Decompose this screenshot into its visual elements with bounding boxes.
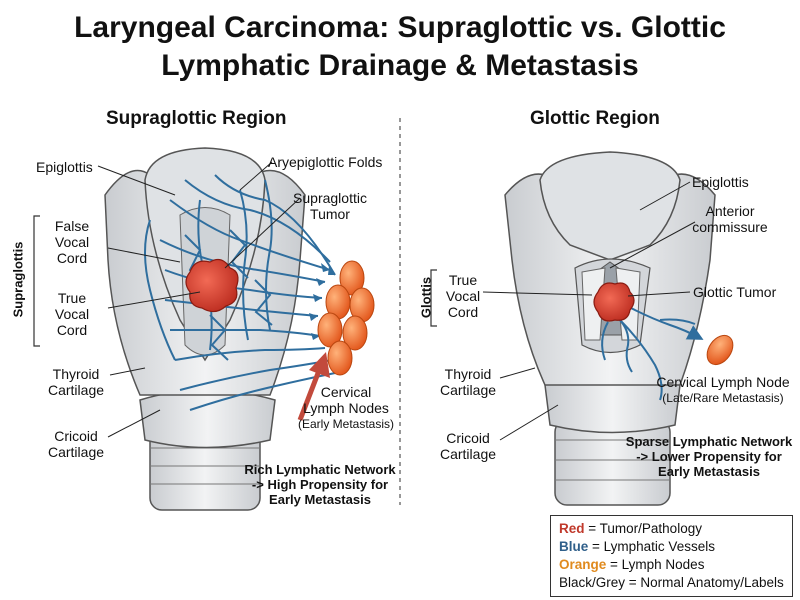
legend-row-blue: Blue = Lymphatic Vessels <box>559 538 784 556</box>
label-supraglottic-tumor-line2: Tumor <box>310 206 350 222</box>
label-cervical-nodes-line1: Cervical <box>320 384 372 400</box>
glottic-tumor <box>593 282 635 322</box>
label-supraglottic-tumor-line1: Supraglottic <box>293 190 367 206</box>
left-trachea <box>149 429 261 511</box>
legend-row-red: Red = Tumor/Pathology <box>559 520 784 538</box>
supraglottis-side-label: Supraglottis <box>10 241 26 318</box>
label-false-vocal-cord-line1: False <box>54 218 90 234</box>
label-true-vocal-cord-right-line1: True <box>448 272 478 288</box>
left-vessel-arrowheads <box>309 263 335 340</box>
label-cricoid-cartilage-right: Cricoid Cartilage <box>432 430 504 462</box>
glottic-region-heading: Glottic Region <box>530 108 660 129</box>
right-epiglottis <box>539 151 681 261</box>
left-note-line3: Early Metastasis <box>269 492 371 507</box>
right-note-line2: -> Lower Propensity for <box>636 449 782 464</box>
label-thyroid-cartilage-right: Thyroid Cartilage <box>432 366 504 398</box>
label-false-vocal-cord-line3: Cord <box>56 250 88 266</box>
label-epiglottis-right: Epiglottis <box>692 174 749 190</box>
label-anterior-line1: Anterior <box>705 203 755 219</box>
left-metastasis-arrow <box>297 367 323 421</box>
label-node-right-line1: Cervical Lymph Node <box>656 374 790 390</box>
label-true-vocal-cord-left-line1: True <box>57 290 87 306</box>
label-false-vocal-cord-line2: Vocal <box>54 234 90 250</box>
left-note-line1: Rich Lymphatic Network <box>244 462 396 477</box>
legend-box: Red = Tumor/Pathology Blue = Lymphatic V… <box>550 515 793 597</box>
label-thyroid-left-line1: Thyroid <box>52 366 100 382</box>
label-supraglottic-tumor: Supraglottic Tumor <box>288 190 372 222</box>
supraglottic-tumor <box>185 258 239 313</box>
left-cricoid-cartilage <box>139 389 276 449</box>
right-glottis-bracket <box>430 269 437 327</box>
glottis-side-label: Glottis <box>418 276 434 319</box>
legend-key-blue: Blue <box>559 539 589 554</box>
right-note-line1: Sparse Lymphatic Network <box>625 434 793 449</box>
right-note: Sparse Lymphatic Network -> Lower Propen… <box>620 434 798 479</box>
right-lymph-node <box>706 334 734 366</box>
label-cervical-lymph-nodes: Cervical Lymph Nodes (Early Metastasis) <box>290 384 402 432</box>
label-glottic-tumor: Glottic Tumor <box>693 284 777 300</box>
title-line-2: Lymphatic Drainage & Metastasis <box>161 49 639 82</box>
legend-key-orange: Orange <box>559 557 607 572</box>
label-true-vocal-cord-right-line2: Vocal <box>445 288 481 304</box>
label-epiglottis-left: Epiglottis <box>36 159 93 175</box>
left-note: Rich Lymphatic Network -> High Propensit… <box>236 462 404 507</box>
legend-key-red: Red <box>559 521 585 536</box>
label-cricoid-left-line2: Cartilage <box>47 444 105 460</box>
legend-text-blue: = Lymphatic Vessels <box>588 539 715 554</box>
supraglottic-region-heading: Supraglottic Region <box>106 108 287 129</box>
legend-key-black: Black/Grey <box>559 575 626 590</box>
label-node-right-line2: (Late/Rare Metastasis) <box>662 391 784 405</box>
label-true-vocal-cord-left-line3: Cord <box>56 322 88 338</box>
label-aryepiglottic-folds: Aryepiglottic Folds <box>268 154 383 170</box>
label-cervical-nodes-line2: Lymph Nodes <box>303 400 389 416</box>
label-true-vocal-cord-left-line2: Vocal <box>54 306 90 322</box>
label-cervical-lymph-node-right: Cervical Lymph Node (Late/Rare Metastasi… <box>650 374 796 406</box>
left-note-line2: -> High Propensity for <box>251 477 389 492</box>
legend-text-black: = Normal Anatomy/Labels <box>625 575 784 590</box>
label-cricoid-left-line1: Cricoid <box>54 428 98 444</box>
left-leader-lines <box>97 161 301 438</box>
title-line-1: Laryngeal Carcinoma: Supraglottic vs. Gl… <box>74 11 726 44</box>
label-thyroid-right-line1: Thyroid <box>444 366 492 382</box>
left-larynx <box>33 147 375 511</box>
left-supraglottis-bracket <box>33 215 40 347</box>
label-anterior-commissure: Anterior commissure <box>685 203 775 235</box>
label-true-vocal-cord-right: True Vocal Cord <box>440 272 486 320</box>
label-thyroid-right-line2: Cartilage <box>439 382 497 398</box>
label-cricoid-cartilage-left: Cricoid Cartilage <box>40 428 112 460</box>
legend-text-red: = Tumor/Pathology <box>584 521 702 536</box>
label-cricoid-right-line1: Cricoid <box>446 430 490 446</box>
right-larynx <box>430 151 734 506</box>
right-leader-lines <box>482 181 696 441</box>
label-cervical-nodes-line3: (Early Metastasis) <box>297 417 395 431</box>
left-lymph-node-cluster <box>317 260 375 376</box>
right-lymphatic-network <box>601 304 704 401</box>
label-false-vocal-cord: False Vocal Cord <box>40 218 104 266</box>
legend-row-black: Black/Grey = Normal Anatomy/Labels <box>559 574 784 592</box>
label-thyroid-left-line2: Cartilage <box>47 382 105 398</box>
legend-row-orange: Orange = Lymph Nodes <box>559 556 784 574</box>
label-anterior-line2: commissure <box>692 219 768 235</box>
label-thyroid-cartilage-left: Thyroid Cartilage <box>40 366 112 398</box>
right-note-line3: Early Metastasis <box>658 464 760 479</box>
label-true-vocal-cord-right-line3: Cord <box>447 304 479 320</box>
label-cricoid-right-line2: Cartilage <box>439 446 497 462</box>
label-true-vocal-cord-left: True Vocal Cord <box>40 290 104 338</box>
left-lymphatic-network <box>144 174 341 411</box>
legend-text-orange: = Lymph Nodes <box>606 557 705 572</box>
right-true-vocal-cord-left <box>581 267 606 341</box>
